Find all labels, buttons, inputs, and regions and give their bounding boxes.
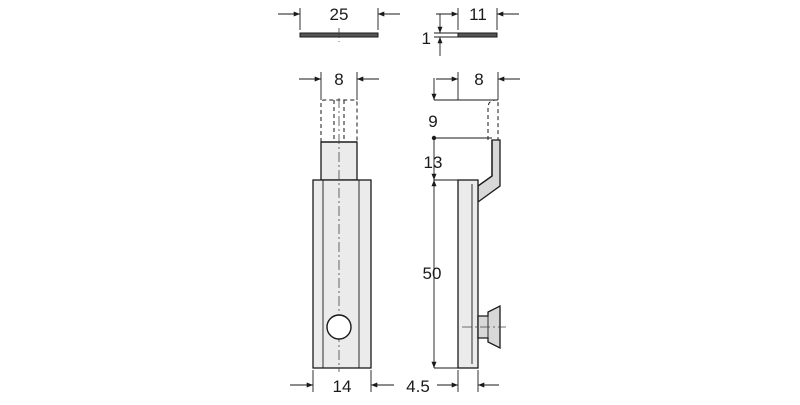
dim-bolt-width-front: 8 bbox=[334, 70, 343, 89]
plate-top-view: 25 bbox=[278, 5, 400, 42]
dim-body-thickness: 4.5 bbox=[406, 377, 430, 396]
bolt-front-view: 8 14 bbox=[290, 70, 394, 396]
dim-body-width: 14 bbox=[333, 377, 352, 396]
dim-travel-bottom: 13 bbox=[424, 153, 443, 172]
dim-top-plate-thickness: 1 bbox=[422, 29, 431, 48]
dim-body-length: 50 bbox=[423, 264, 442, 283]
bolt-side-view: 8 9 13 50 4.5 bbox=[406, 70, 520, 396]
dim-top-plate-thickness-width: 11 bbox=[469, 5, 487, 24]
plate-side-view: 11 1 bbox=[422, 5, 519, 56]
dim-travel-top: 9 bbox=[428, 112, 437, 131]
dim-top-plate-width: 25 bbox=[330, 5, 349, 24]
dim-bolt-width-side: 8 bbox=[474, 70, 483, 89]
